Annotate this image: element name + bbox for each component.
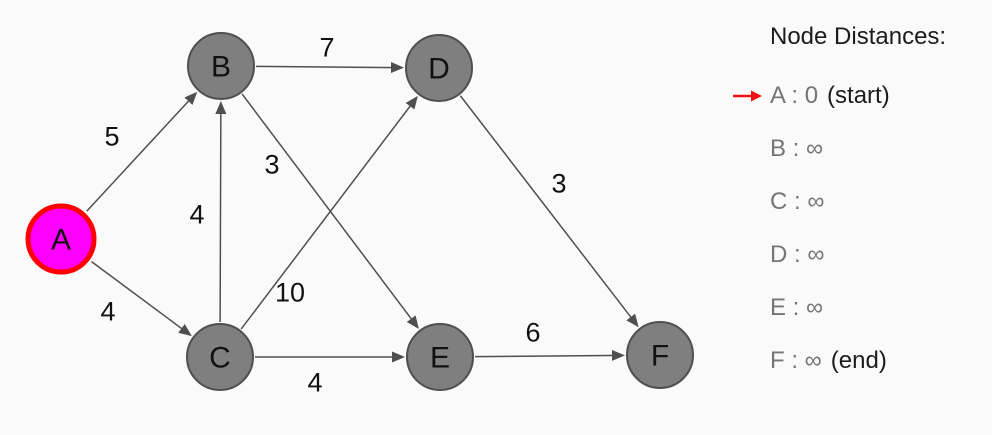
distance-suffix: (end) — [830, 347, 887, 374]
current-node-arrow-icon — [733, 89, 770, 103]
distance-value: F : ∞ — [770, 347, 822, 374]
node-distances-panel: Node Distances: A : 0 (start)B : ∞ C : ∞ D … — [733, 22, 988, 376]
distance-row-3: D : ∞ — [733, 240, 988, 270]
edge-weight-label-C-E: 4 — [307, 367, 322, 397]
node-label-A: A — [51, 224, 71, 257]
edge-E-F — [474, 349, 626, 361]
distance-row-1: B : ∞ — [733, 134, 988, 164]
distance-row-0: A : 0 (start) — [733, 81, 988, 111]
edge-weight-label-C-D: 10 — [275, 277, 305, 307]
edge-B-E — [241, 93, 419, 330]
node-label-F: F — [651, 340, 669, 373]
edge-weight-label-A-C: 4 — [100, 296, 115, 326]
edge-weight-label-C-B: 4 — [189, 199, 204, 229]
node-D — [405, 34, 473, 102]
edge-A-B — [86, 91, 198, 212]
node-F — [626, 321, 694, 389]
edge-weight-label-D-F: 3 — [551, 168, 566, 198]
node-label-E: E — [430, 342, 450, 375]
node-label-D: D — [428, 53, 450, 86]
edge-weight-label-B-D: 7 — [319, 32, 334, 62]
node-label-B: B — [211, 51, 231, 84]
node-label-C: C — [209, 342, 231, 375]
edge-C-D — [240, 95, 418, 330]
node-C — [186, 323, 254, 391]
edge-weight-label-E-F: 6 — [525, 317, 540, 347]
distance-suffix: (start) — [827, 82, 890, 109]
distance-row-4: E : ∞ — [733, 293, 988, 323]
panel-title: Node Distances: — [770, 23, 947, 50]
distance-value: D : ∞ — [770, 241, 825, 268]
edge-C-B — [215, 100, 227, 323]
distance-value: A : 0 — [770, 82, 819, 109]
distance-list: A : 0 (start)B : ∞ C : ∞ D : ∞ E : ∞ F : ∞ (en… — [733, 81, 988, 376]
distance-value: B : ∞ — [770, 135, 824, 162]
node-B — [187, 32, 255, 100]
edge-A-C — [91, 261, 192, 337]
distance-row-2: C : ∞ — [733, 187, 988, 217]
edge-D-F — [459, 95, 639, 328]
node-A — [25, 203, 97, 275]
node-E — [406, 323, 474, 391]
distance-row-5: F : ∞ (end) — [733, 346, 988, 376]
edge-B-D — [255, 62, 405, 74]
edge-weight-label-A-B: 5 — [104, 121, 119, 151]
edge-weight-label-B-E: 3 — [264, 149, 279, 179]
distance-value: E : ∞ — [770, 294, 824, 321]
distance-value: C : ∞ — [770, 188, 825, 215]
